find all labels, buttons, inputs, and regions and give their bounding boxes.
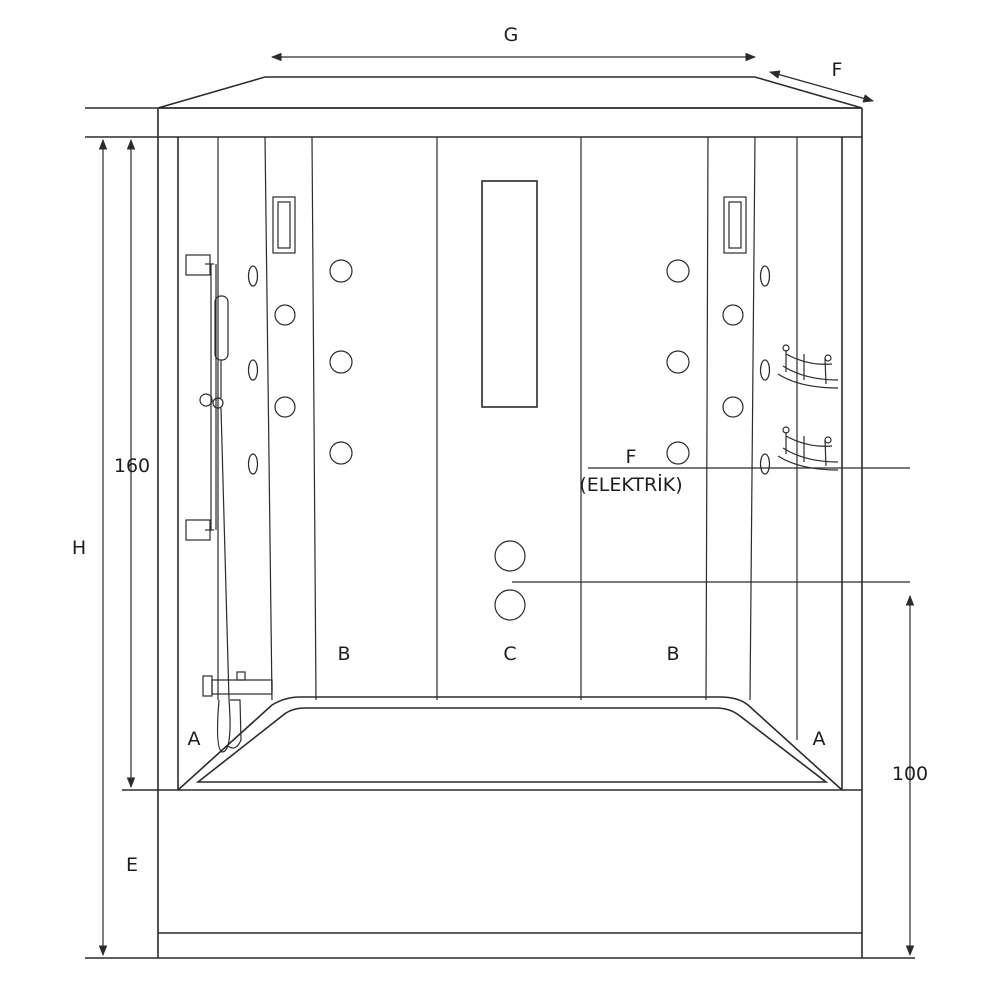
dimension-lines (98, 52, 915, 957)
label-elektrik: (ELEKTRİK) (579, 473, 682, 496)
dimension-100: 100 (892, 763, 928, 785)
control-display-panel (481, 180, 538, 408)
wall-panels (217, 136, 798, 740)
bathtub (122, 696, 862, 934)
cabin-frame (85, 108, 915, 959)
bath-faucet (202, 671, 273, 697)
upper-light-left (272, 196, 296, 254)
dimension-160: 160 (114, 455, 150, 477)
corner-shelf-upper (777, 344, 839, 389)
label-e: E (126, 854, 138, 876)
massage-jets (247, 259, 771, 621)
corner-shelf-lower (777, 426, 839, 471)
label-a-left: A (188, 728, 201, 750)
label-g: G (504, 24, 519, 46)
shower-rail (185, 254, 242, 753)
label-h: H (72, 537, 86, 559)
roof-canopy (85, 76, 863, 138)
label-b-right: B (666, 643, 679, 665)
label-f-electric: F (626, 446, 637, 468)
upper-light-right (723, 196, 747, 254)
label-a-right: A (813, 728, 826, 750)
label-f-depth: F (832, 59, 843, 81)
label-b-left: B (337, 643, 350, 665)
label-c: C (503, 643, 516, 665)
